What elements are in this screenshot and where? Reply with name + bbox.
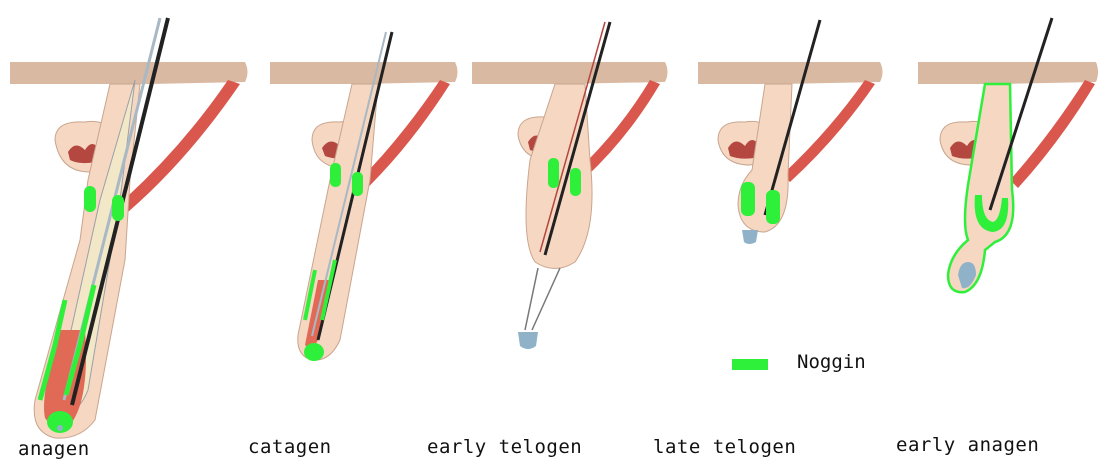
- legend-noggin-label: Noggin: [797, 351, 866, 373]
- follicle-anagen: [10, 18, 248, 438]
- noggin-bulge-left: [330, 163, 341, 187]
- skin-surface: [698, 62, 883, 84]
- follicle-early-telogen: [472, 22, 668, 349]
- noggin-bulge-right: [570, 168, 581, 196]
- noggin-bulge-left: [84, 186, 96, 212]
- follicle-catagen: [270, 32, 458, 361]
- skin-surface: [918, 62, 1098, 84]
- noggin-bulge-right: [352, 172, 363, 196]
- noggin-bulge-left: [741, 182, 755, 216]
- follicle-early-anagen: [918, 18, 1098, 292]
- noggin-papilla: [304, 343, 324, 361]
- skin-surface: [10, 62, 248, 84]
- stage-label-catagen: catagen: [248, 436, 332, 458]
- noggin-bulge-right: [766, 190, 780, 224]
- stage-label-anagen: anagen: [18, 438, 90, 460]
- dermal-papilla-dot: [57, 425, 63, 431]
- stage-label-early-telogen: early telogen: [427, 436, 582, 458]
- follicle-outline: [948, 84, 1013, 292]
- epithelial-strand: [525, 268, 560, 330]
- noggin-bulge-right: [112, 195, 124, 221]
- stage-label-late-telogen: late telogen: [653, 436, 796, 458]
- follicle-late-telogen: [698, 20, 883, 244]
- arrector-muscle: [1010, 80, 1095, 188]
- club-follicle: [526, 84, 592, 269]
- skin-surface: [270, 62, 458, 84]
- legend-noggin-swatch: [732, 359, 768, 370]
- skin-surface: [472, 62, 668, 84]
- dermal-papilla: [742, 230, 758, 244]
- noggin-bulge-left: [548, 158, 559, 188]
- stage-label-early-anagen: early anagen: [896, 434, 1039, 456]
- dermal-papilla: [518, 332, 538, 349]
- arrector-muscle: [782, 80, 875, 182]
